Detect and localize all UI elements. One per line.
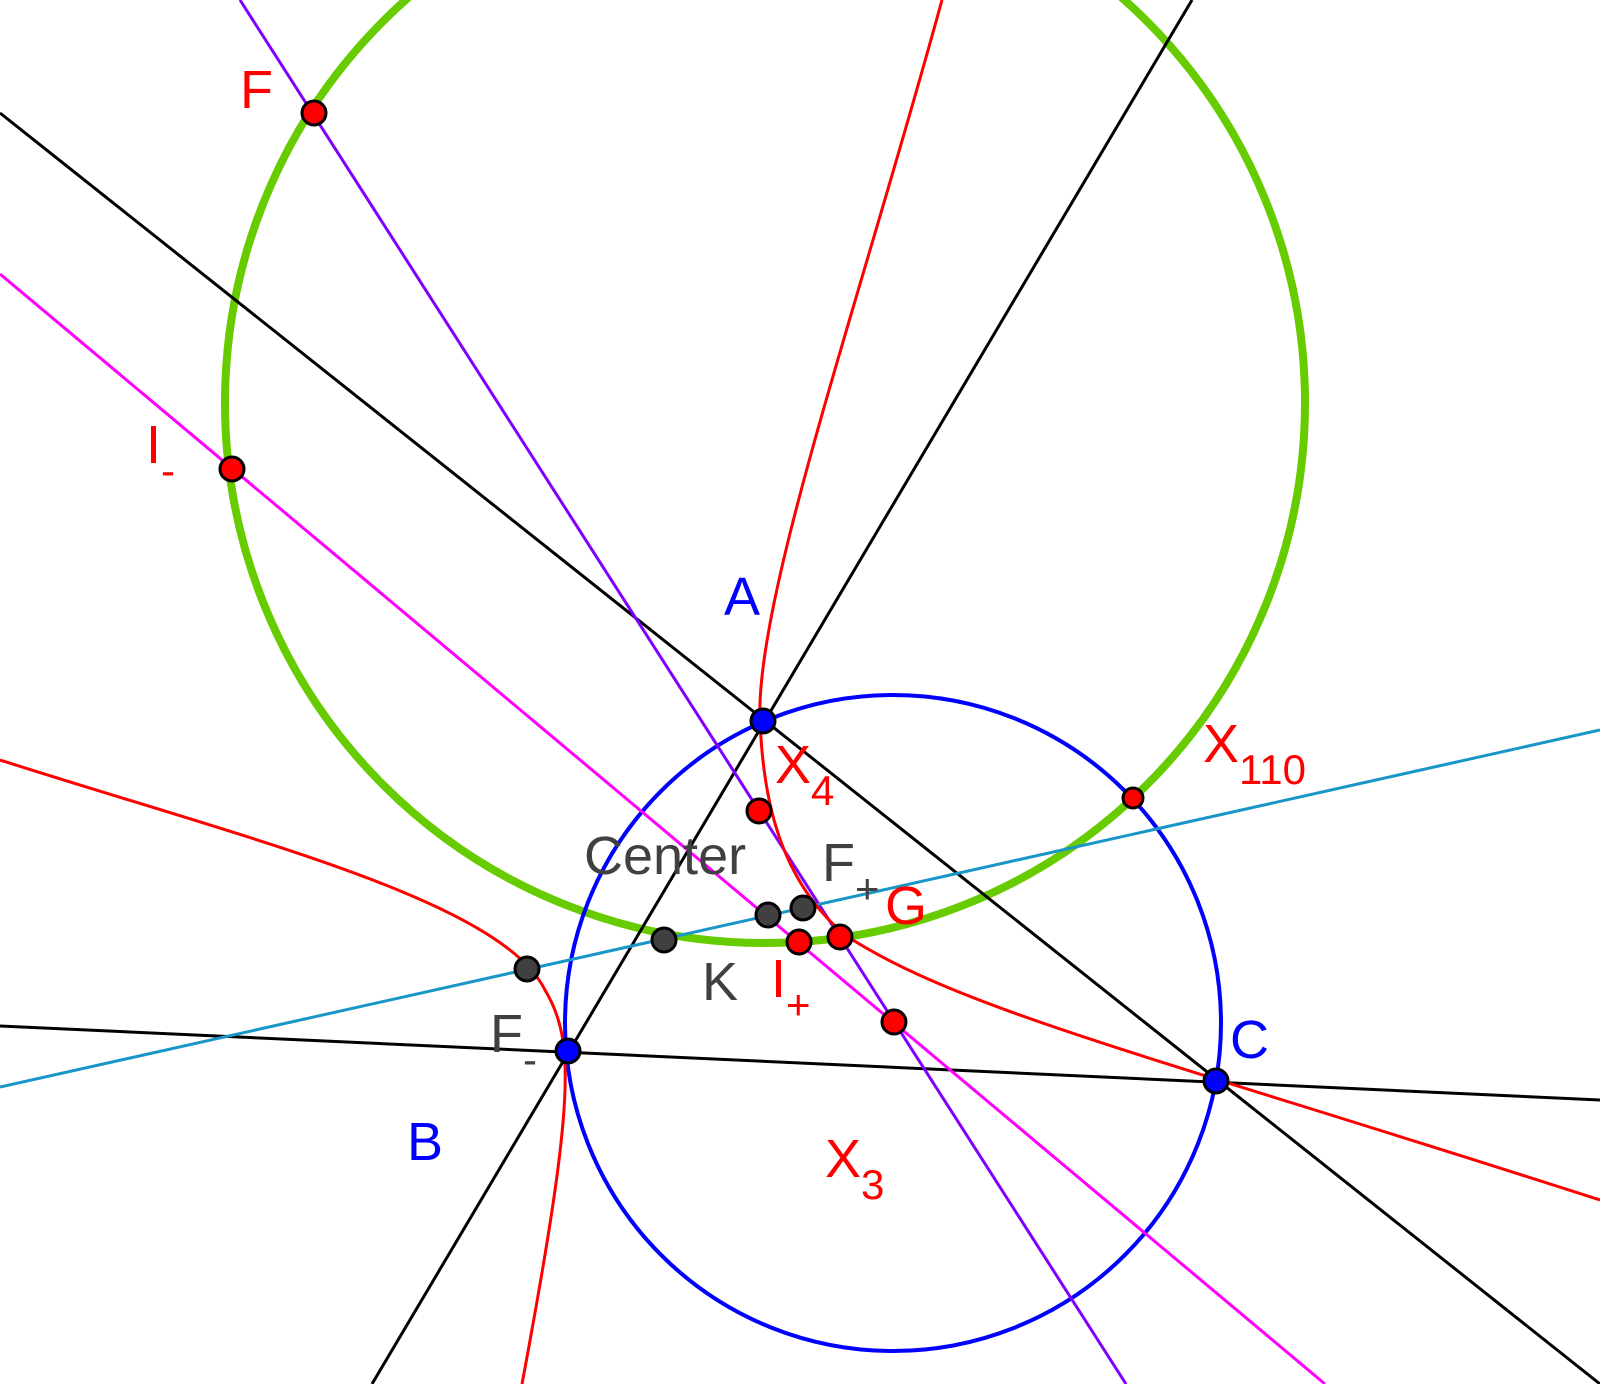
label-X4: X4 <box>775 735 834 814</box>
line-ab <box>370 0 1194 1384</box>
point-I-plus <box>785 928 813 956</box>
point-X4 <box>745 797 773 825</box>
point-F <box>300 99 328 127</box>
magenta-line <box>0 272 1326 1384</box>
line-ac <box>0 111 1600 1384</box>
vertex-A <box>749 707 777 735</box>
line-bc <box>0 1024 1600 1102</box>
label-X110: X110 <box>1203 714 1306 793</box>
point-Center <box>754 901 782 929</box>
label-F-plus: F+ <box>822 833 880 912</box>
label-I-plus: I+ <box>771 949 811 1028</box>
label-Center: Center <box>584 826 746 886</box>
label-C: C <box>1230 1010 1269 1070</box>
hyperbola-branch-right <box>758 0 1600 1202</box>
hyperbola-branch-left <box>0 758 567 1384</box>
label-K: K <box>702 952 738 1012</box>
purple-line <box>238 0 1128 1384</box>
point-G <box>826 923 854 951</box>
point-I-minus <box>218 455 246 483</box>
green-circle <box>221 0 1309 947</box>
point-K <box>650 926 678 954</box>
label-B: B <box>407 1112 443 1172</box>
vertex-B <box>554 1037 582 1065</box>
point-F-plus <box>789 894 817 922</box>
label-G: G <box>885 876 927 936</box>
vertex-C <box>1202 1067 1230 1095</box>
point-F-minus <box>513 955 541 983</box>
label-X3: X3 <box>825 1129 884 1208</box>
point-X3 <box>880 1008 908 1036</box>
label-F: F <box>240 60 273 120</box>
label-A: A <box>724 567 760 627</box>
label-F-minus: F- <box>490 1004 537 1083</box>
circumcircle <box>563 693 1223 1353</box>
label-I-minus: I- <box>146 415 175 494</box>
point-X110 <box>1121 786 1145 810</box>
